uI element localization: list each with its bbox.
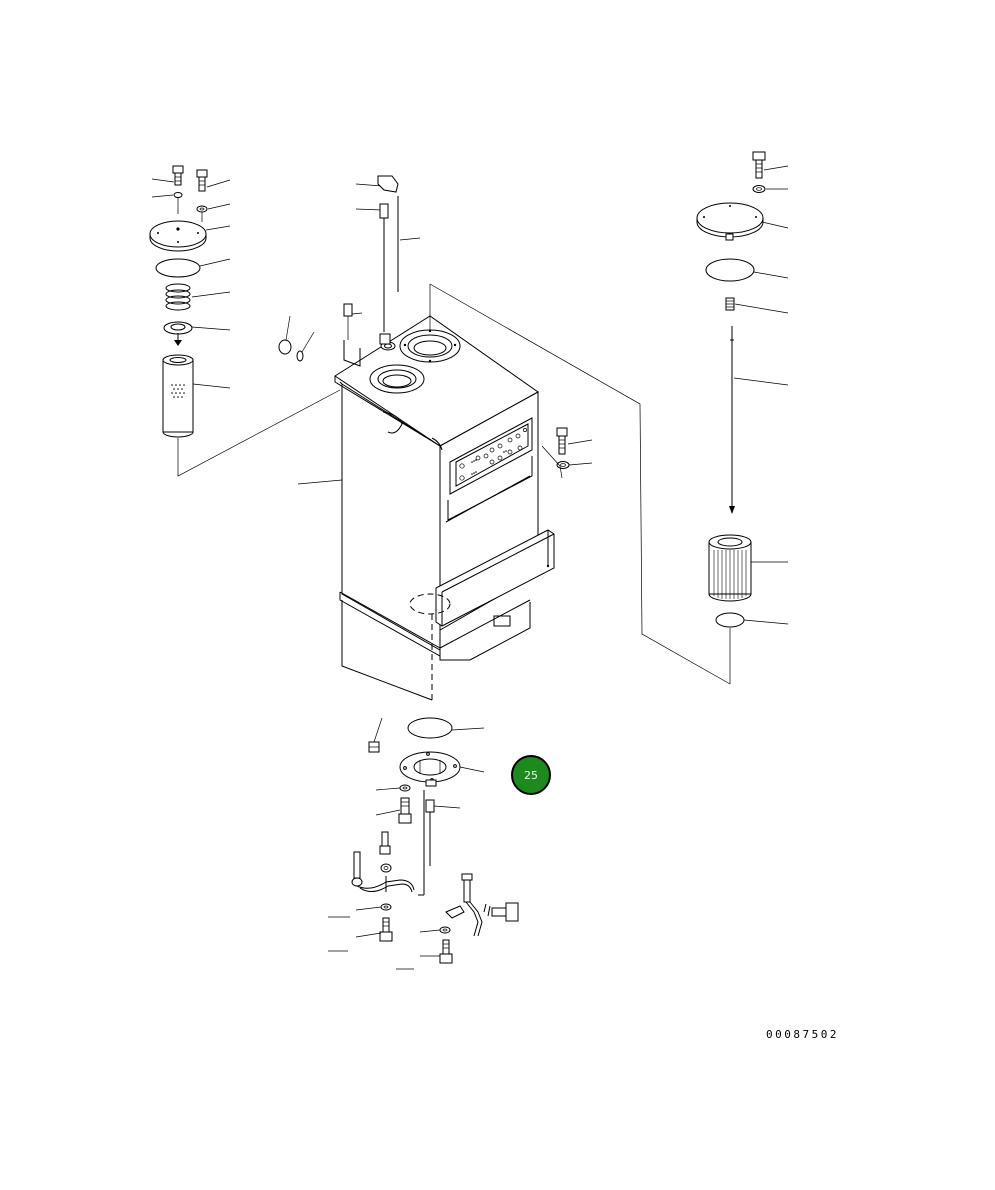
- valve-left: [163, 321, 193, 346]
- oring-right: [715, 612, 745, 628]
- tank-top-port-front: [369, 364, 425, 394]
- plug-left-top: [278, 339, 304, 362]
- leaders-left: [151, 178, 231, 389]
- washer-left-1: [173, 192, 183, 198]
- rod-right: [729, 326, 735, 514]
- drain-valve: [423, 790, 435, 895]
- tank-side-rail: [435, 529, 555, 627]
- filter-cover-right: [696, 202, 764, 241]
- washer-left-2: [196, 205, 208, 213]
- callout-label: 25: [524, 768, 538, 782]
- gasket-bottom: [407, 717, 453, 739]
- tank-top-port-rear: [399, 329, 461, 363]
- bolt-bottom-3: [439, 939, 453, 964]
- gasket-left: [155, 258, 201, 278]
- drain-hose-left: [351, 831, 424, 896]
- left-filter-assembly: [149, 165, 341, 477]
- bolt-right-top: [752, 151, 766, 179]
- washer-bottom-3: [439, 926, 451, 934]
- tank-side-panel: [449, 417, 533, 495]
- washer-right: [752, 185, 766, 193]
- bottom-drain-assembly: [328, 717, 519, 970]
- drawing-number: 00087502: [766, 1028, 839, 1041]
- washer-bottom-1: [399, 784, 411, 792]
- washer-bottom-2: [380, 903, 392, 911]
- filter-element-left: [162, 354, 194, 438]
- bolt-bottom-2: [379, 917, 393, 942]
- filter-element-right: [708, 534, 752, 602]
- drain-flange: [399, 751, 461, 787]
- spring-right: [725, 297, 735, 311]
- bolt-bottom-1: [398, 797, 412, 824]
- tank-handle: [382, 411, 403, 434]
- spring-left: [165, 283, 191, 311]
- gasket-right: [705, 258, 755, 282]
- level-gauge: [377, 175, 399, 345]
- bolt-left-2: [196, 169, 208, 192]
- filter-cover-left: [149, 220, 207, 252]
- plug-bottom-left: [368, 741, 380, 753]
- tank-right-bolt: [541, 427, 593, 479]
- hydraulic-tank: [285, 183, 731, 701]
- drain-hose-right: [445, 873, 519, 937]
- bolt-left-1: [172, 165, 184, 186]
- callout-badge[interactable]: 25: [511, 755, 551, 795]
- right-filter-assembly: [696, 151, 789, 684]
